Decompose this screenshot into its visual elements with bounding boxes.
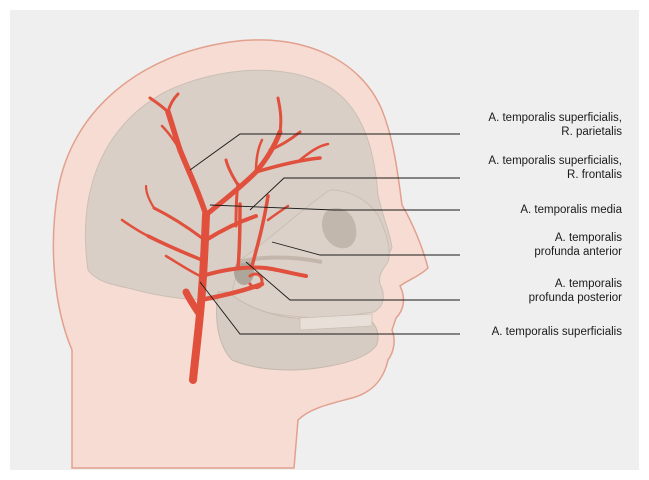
label-r-parietalis-line2: R. parietalis — [488, 125, 622, 139]
label-profunda-posterior: A. temporalis profunda posterior — [529, 277, 622, 305]
label-r-parietalis: A. temporalis superficialis, R. parietal… — [488, 111, 622, 139]
label-profunda-posterior-line1: A. temporalis — [529, 277, 622, 291]
label-temporalis-media: A. temporalis media — [520, 203, 622, 217]
label-superficialis: A. temporalis superficialis — [492, 325, 622, 339]
label-profunda-anterior: A. temporalis profunda anterior — [534, 231, 622, 259]
label-profunda-posterior-line2: profunda posterior — [529, 291, 622, 305]
label-r-frontalis-line2: R. frontalis — [488, 168, 622, 182]
label-superficialis-line1: A. temporalis superficialis — [492, 325, 622, 339]
label-r-frontalis: A. temporalis superficialis, R. frontali… — [488, 154, 622, 182]
label-temporalis-media-line1: A. temporalis media — [520, 203, 622, 217]
artery-profunda-posterior — [238, 204, 240, 268]
label-r-frontalis-line1: A. temporalis superficialis, — [488, 154, 622, 168]
label-r-parietalis-line1: A. temporalis superficialis, — [488, 111, 622, 125]
label-profunda-anterior-line2: profunda anterior — [534, 245, 622, 259]
label-profunda-anterior-line1: A. temporalis — [534, 231, 622, 245]
